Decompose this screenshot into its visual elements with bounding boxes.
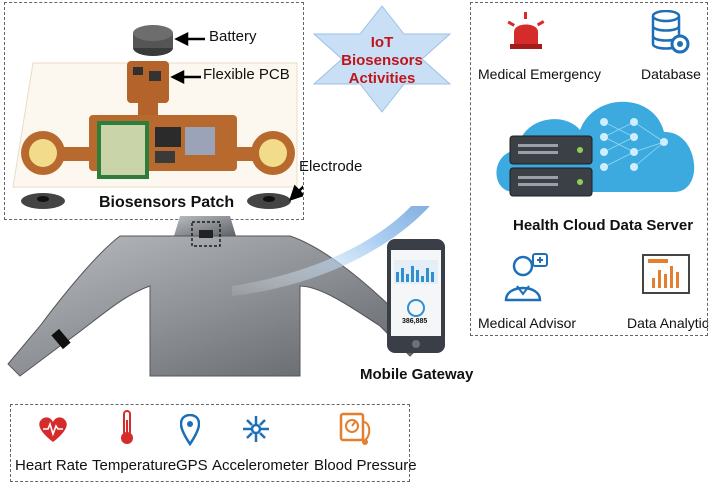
server-unit-bottom	[509, 167, 593, 197]
database-gear-icon	[651, 10, 690, 54]
sensor-label-temperature: Temperature	[92, 457, 177, 474]
electrode-label: Electrode	[299, 158, 363, 175]
sensor-label-accelerometer: Accelerometer	[212, 457, 309, 474]
medical-advisor-label: Medical Advisor	[478, 315, 577, 331]
thermometer-icon	[121, 410, 133, 444]
doctor-icon	[504, 253, 548, 302]
blood-pressure-icon	[339, 412, 371, 445]
sensor-types-panel	[10, 404, 410, 482]
gps-pin-icon	[180, 414, 200, 446]
flexible-pcb-label: Flexible PCB	[203, 66, 290, 83]
sensor-label-blood-pressure: Blood Pressure	[314, 457, 417, 474]
server-unit-top	[509, 135, 593, 165]
accelerometer-icon	[243, 416, 269, 442]
cloud-server-panel	[470, 2, 708, 336]
mobile-phone	[387, 239, 445, 353]
patch-title: Biosensors Patch	[99, 194, 235, 211]
mobile-gateway-label: Mobile Gateway	[360, 366, 474, 383]
sensor-label-gps: GPS	[176, 457, 208, 474]
medical-emergency-label: Medical Emergency	[478, 66, 601, 82]
human-torso	[7, 206, 430, 377]
cloud-server-icon	[496, 101, 695, 197]
health-cloud-server-title: Health Cloud Data Server	[513, 217, 694, 234]
patch-illustration	[12, 25, 303, 209]
iot-star	[312, 5, 452, 113]
chest-patch-marker	[191, 221, 221, 247]
sensor-label-heart-rate: Heart Rate	[15, 457, 88, 474]
battery-label: Battery	[209, 28, 257, 45]
database-label: Database	[641, 66, 701, 82]
iot-title-line3: Activities	[348, 70, 416, 87]
data-analytic-label: Data Analytic	[627, 315, 709, 331]
biosensors-patch-panel: Battery Flexible PCB Electrode Biosensor…	[4, 2, 362, 220]
heart-rate-icon	[39, 417, 67, 442]
iot-title-line2: Biosensors	[341, 52, 423, 69]
phone-value: 386,885	[402, 318, 428, 325]
iot-title-line1: IoT	[370, 34, 394, 51]
alarm-icon	[507, 12, 545, 49]
data-analytic-icon	[642, 254, 690, 294]
